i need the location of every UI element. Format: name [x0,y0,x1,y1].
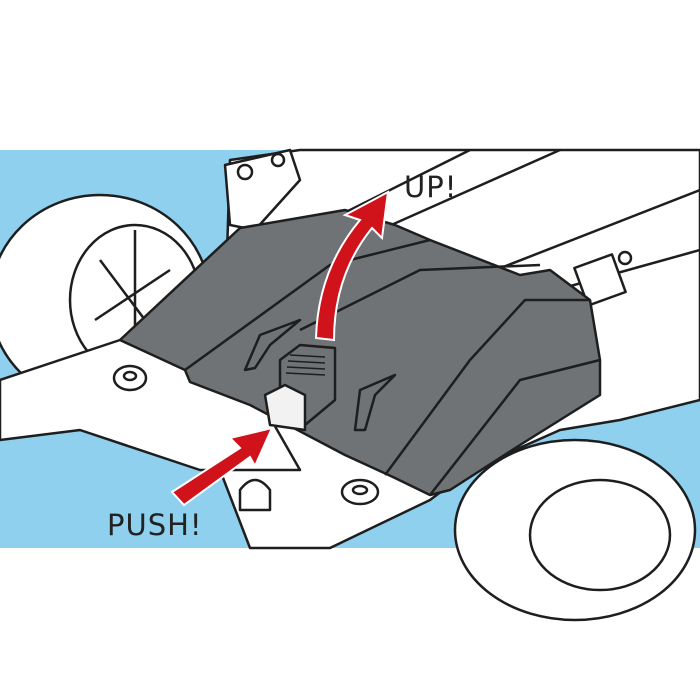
bracket-hole [270,152,286,168]
body-rail [329,148,700,302]
latch-slots [285,354,326,376]
up-label: UP! [404,170,458,204]
bolt-left-inner [122,370,138,382]
latch-button [263,383,307,432]
up-arrow [314,190,390,342]
cover-vent [243,318,302,372]
roller [238,478,272,512]
bracket-hole [236,163,254,181]
gray-cover [118,208,602,497]
bolt-bottom-inner [351,484,369,496]
body-tab [573,253,627,307]
bolt [617,250,633,266]
push-label: PUSH! [107,508,203,542]
cover-ridge [184,238,601,496]
push-arrow [170,426,274,507]
cover-vent [353,373,397,432]
rear-right-rim [528,478,672,592]
